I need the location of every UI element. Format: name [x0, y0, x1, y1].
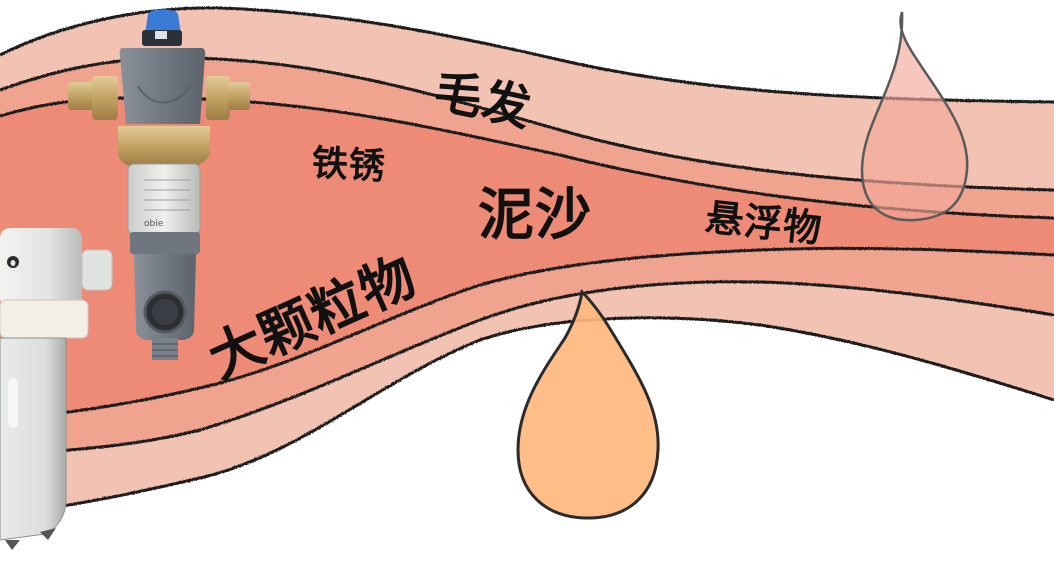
bowl-label [144, 179, 190, 211]
band-line-4 [0, 246, 1054, 422]
label-sand: 泥沙 [478, 183, 592, 248]
band-line-2 [0, 56, 1054, 192]
band-line-5 [0, 280, 1054, 457]
label-rust: 铁锈 [310, 143, 387, 188]
brand-mark: obie [144, 219, 164, 229]
lock-icon [155, 31, 167, 39]
band-line-1 [0, 6, 1054, 104]
core-band [0, 97, 1054, 420]
band-line-6 [0, 316, 1054, 517]
